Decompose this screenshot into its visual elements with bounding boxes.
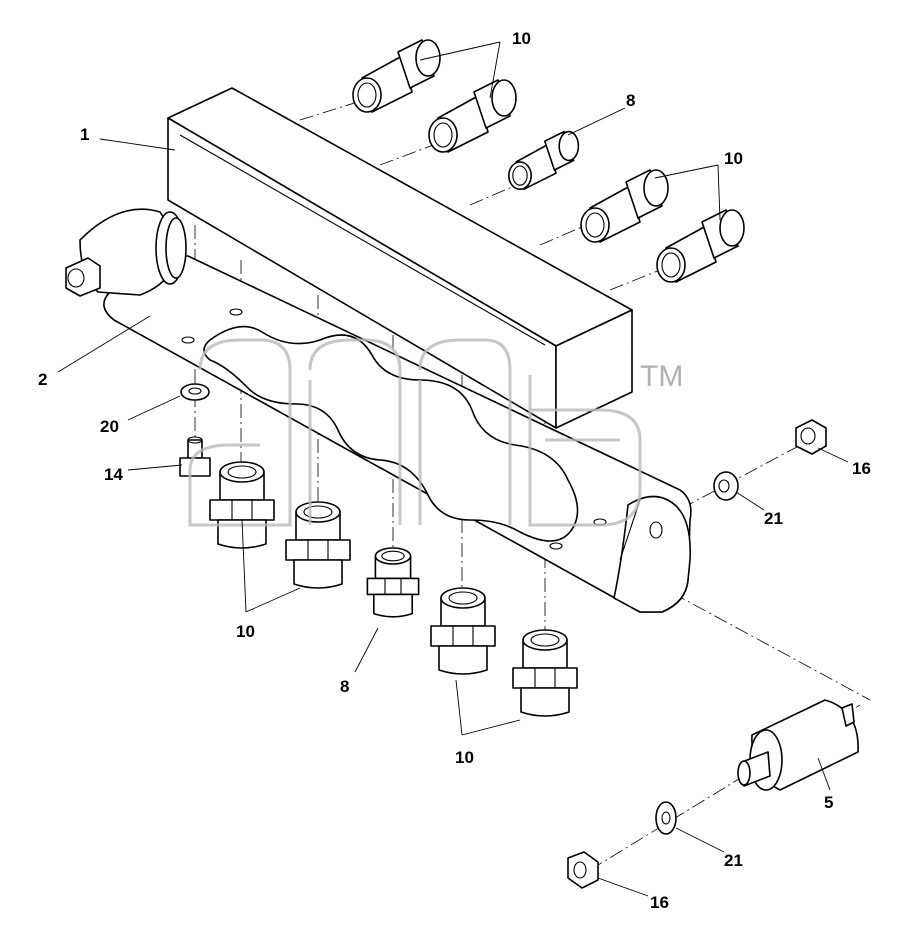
fitting-vertical-2 (285, 501, 351, 589)
callout-21-bottom: 21 (724, 851, 743, 870)
nut-16-bottom (567, 851, 599, 889)
fitting-vertical-5 (512, 629, 578, 717)
callout-10-bottom: 10 (455, 748, 474, 767)
watermark-tm: TM (640, 360, 683, 393)
end-filter-cylinder (65, 208, 187, 297)
washer-20 (180, 383, 210, 401)
nut-16-top (795, 419, 827, 455)
callout-16-bottom: 16 (650, 893, 669, 912)
callout-5: 5 (824, 793, 833, 812)
leader-lines (57, 41, 849, 897)
fitting-horizontal-5 (656, 209, 745, 283)
callout-14: 14 (104, 465, 123, 484)
fitting-horizontal-4 (580, 169, 669, 243)
washer-21-bottom (655, 801, 677, 835)
fittings-group (209, 39, 745, 717)
manifold-block (167, 87, 633, 429)
fitting-vertical-4 (430, 587, 496, 675)
callout-10-right: 10 (724, 149, 743, 168)
callout-20: 20 (100, 417, 119, 436)
washer-21-top (713, 471, 739, 501)
callout-2: 2 (38, 370, 47, 389)
callout-1: 1 (80, 125, 89, 144)
fitting-vertical-1 (209, 461, 275, 549)
fitting-horizontal-3 (507, 130, 580, 191)
fitting-horizontal-1 (352, 39, 441, 113)
callout-16-top: 16 (852, 459, 871, 478)
callout-8-bottom: 8 (340, 677, 349, 696)
callouts: 1 2 20 14 10 8 10 10 8 10 16 21 5 21 16 (38, 29, 871, 912)
watermark-logo: TM (188, 338, 683, 527)
fitting-vertical-3 (366, 547, 420, 618)
mounting-bracket (103, 255, 692, 613)
callout-10-bottom-left: 10 (236, 622, 255, 641)
callout-21-top: 21 (764, 509, 783, 528)
fitting-horizontal-2 (428, 79, 517, 153)
callout-10-top: 10 (512, 29, 531, 48)
damper-5 (737, 699, 859, 791)
callout-8-top: 8 (626, 91, 635, 110)
